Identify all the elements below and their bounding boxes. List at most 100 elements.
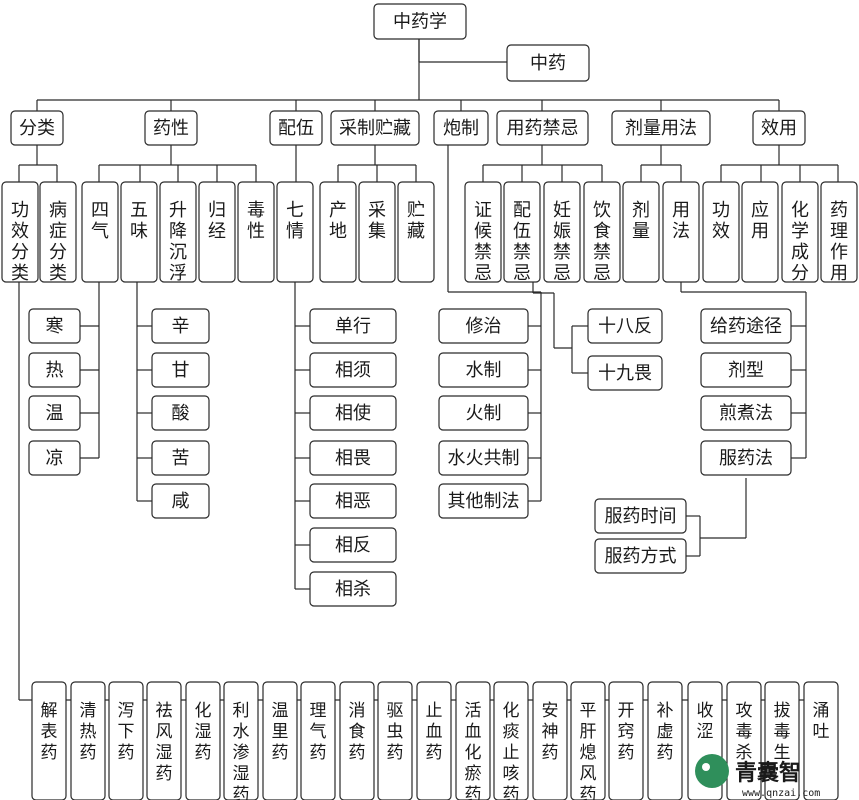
drug-class-15: 开窍药 [608, 681, 644, 800]
drug-class-4-box [185, 681, 221, 800]
level2-properties-0: 四气 [81, 181, 119, 283]
processing-0-label: 修治 [466, 316, 502, 337]
drug-class-15-box [608, 681, 644, 800]
processing-3-label: 水火共制 [448, 448, 520, 469]
root-node: 中药学 [373, 3, 467, 40]
seven-emotions-5: 相反 [309, 527, 397, 563]
category-3: 采制贮藏 [330, 110, 420, 146]
five-flavors-1-box [151, 352, 210, 388]
drug-class-17-label: 收涩 [697, 701, 714, 742]
drug-class-11: 活血化瘀药 [455, 681, 491, 800]
level2-dosage-0-box [622, 181, 660, 283]
drug-class-0-label: 解表药 [41, 701, 58, 763]
drug-class-13-label: 安神药 [542, 701, 559, 763]
seven-emotions-6-box [309, 571, 397, 607]
level2-dosage-1-label: 用法 [672, 200, 690, 242]
drug-class-4: 化湿药 [185, 681, 221, 800]
level2-efficacy-0-label: 功效 [712, 200, 730, 242]
category-4-box [433, 110, 489, 146]
level2-contraindications-1-label: 配伍禁忌 [513, 200, 531, 284]
usage-2-label: 煎煮法 [719, 403, 773, 424]
five-flavors-0-label: 辛 [172, 316, 190, 337]
drug-class-12: 化痰止咳药 [493, 681, 529, 800]
category-1-box [144, 110, 198, 146]
seven-emotions-5-box [309, 527, 397, 563]
category-5-box [496, 110, 589, 146]
incompatibility-1: 十九畏 [587, 355, 663, 391]
processing-1-box [438, 352, 529, 388]
level2-contraindications-3-label: 饮食禁忌 [593, 200, 611, 284]
processing-2: 火制 [438, 395, 529, 431]
usage-0: 给药途径 [700, 308, 792, 344]
level2-collection-0-label: 产地 [329, 200, 347, 242]
drug-class-9-box [377, 681, 413, 800]
five-flavors-1: 甘 [151, 352, 210, 388]
drug-class-8: 消食药 [339, 681, 375, 800]
seven-emotions-0-box [309, 308, 397, 344]
drug-class-12-box [493, 681, 529, 800]
level2-properties-0-box [81, 181, 119, 283]
level2-dosage-0: 剂量 [622, 181, 660, 283]
level2-properties-2-label: 升降沉浮 [169, 200, 187, 284]
seven-emotions-1-box [309, 352, 397, 388]
drug-class-3: 祛风湿药 [146, 681, 182, 800]
usage-0-box [700, 308, 792, 344]
drug-class-19: 拔毒生 [764, 681, 800, 800]
five-flavors-2: 酸 [151, 395, 210, 431]
seven-emotions-4-label: 相恶 [335, 491, 371, 512]
four-qi-1-box [28, 352, 81, 388]
level2-contraindications-2-box [543, 181, 581, 283]
drug-class-9-label: 驱虫药 [387, 701, 404, 763]
category-5: 用药禁忌 [496, 110, 589, 146]
level2-properties-1: 五味 [120, 181, 158, 283]
drug-class-13-box [532, 681, 568, 800]
level2-collection-1-label: 采集 [368, 200, 386, 242]
drug-class-12-label: 化痰止咳药 [503, 701, 520, 800]
drug-class-3-box [146, 681, 182, 800]
seven-emotions-3-label: 相畏 [335, 448, 371, 469]
level2-dosage-1-box [662, 181, 700, 283]
drug-class-20-box [803, 681, 839, 800]
drug-class-4-label: 化湿药 [195, 701, 212, 763]
watermark-logo-dot [702, 763, 710, 771]
drug-class-5-box [223, 681, 259, 800]
usage-0-label: 给药途径 [710, 316, 782, 337]
level2-properties-3-box [198, 181, 236, 283]
level2-compatibility-0-box [276, 181, 314, 283]
category-4-label: 炮制 [443, 118, 479, 139]
level2-dosage-0-label: 剂量 [632, 200, 650, 242]
four-qi-2: 温 [28, 395, 81, 431]
drug-class-11-label: 活血化瘀药 [465, 701, 482, 800]
five-flavors-1-label: 甘 [172, 360, 190, 381]
seven-emotions-2-box [309, 395, 397, 431]
root-node-box [373, 3, 467, 40]
category-7: 效用 [752, 110, 806, 146]
drug-class-14-box [570, 681, 606, 800]
drug-class-19-box [764, 681, 800, 800]
seven-emotions-6-label: 相杀 [335, 579, 371, 600]
incompatibility-1-box [587, 355, 663, 391]
seven-emotions-1: 相须 [309, 352, 397, 388]
watermark-url: www.qnzai.com [742, 788, 820, 799]
seven-emotions-6: 相杀 [309, 571, 397, 607]
four-qi-0-box [28, 308, 81, 344]
drug-class-19-label: 拔毒生 [774, 701, 791, 763]
category-7-box [752, 110, 806, 146]
drug-class-18-label: 攻毒杀 [736, 701, 753, 763]
category-2-box [269, 110, 323, 146]
level2-efficacy-0: 功效 [702, 181, 740, 283]
seven-emotions-0-label: 单行 [335, 316, 371, 337]
level2-contraindications-2: 妊娠禁忌 [543, 181, 581, 284]
level2-contraindications-1: 配伍禁忌 [503, 181, 541, 284]
drug-class-2-label: 泻下药 [118, 701, 135, 763]
processing-1: 水制 [438, 352, 529, 388]
four-qi-0-label: 寒 [46, 316, 64, 337]
drug-class-11-box [455, 681, 491, 800]
drug-class-14-label: 平肝熄风药 [580, 701, 597, 800]
level2-efficacy-3: 药理作用 [820, 181, 858, 284]
category-7-label: 效用 [761, 118, 797, 139]
five-flavors-0: 辛 [151, 308, 210, 344]
five-flavors-2-box [151, 395, 210, 431]
level2-efficacy-1-label: 应用 [751, 200, 769, 242]
level2-collection-1: 采集 [358, 181, 396, 283]
